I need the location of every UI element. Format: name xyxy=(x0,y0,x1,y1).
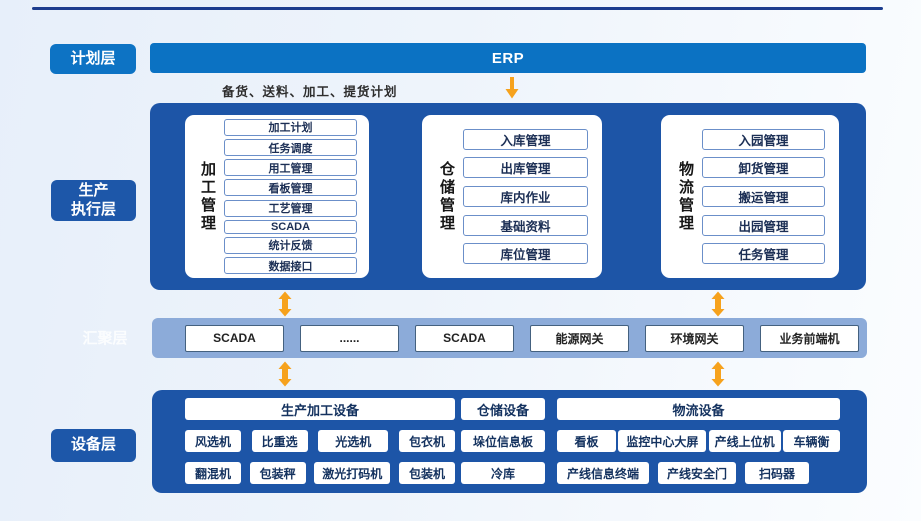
module-item: 基础资料 xyxy=(463,214,588,236)
device-item: 产线信息终端 xyxy=(557,462,649,484)
warehouse-equipment-header: 仓储设备 xyxy=(461,398,545,420)
module-item: 入库管理 xyxy=(463,128,588,150)
updown-arrow-icon xyxy=(711,291,725,317)
device-item: 翻混机 xyxy=(185,462,241,484)
logistics-management-title: 物流管理 xyxy=(677,160,694,233)
warehouse-equipment-row2: 冷库 xyxy=(461,462,545,484)
module-item: 数据接口 xyxy=(224,257,357,275)
layer-label-aggregation: 汇聚层 xyxy=(62,326,148,352)
top-divider-rule xyxy=(32,7,883,10)
device-item: 产线安全门 xyxy=(658,462,736,484)
execution-layer-box: 加工管理 加工计划 任务调度 用工管理 看板管理 工艺管理 SCADA 统计反馈… xyxy=(150,103,866,290)
production-equipment-header: 生产加工设备 xyxy=(185,398,455,420)
device-item: 冷库 xyxy=(461,462,545,484)
agg-node-ellipsis: ...... xyxy=(300,324,399,352)
layer-label-device: 设备层 xyxy=(51,429,136,462)
module-item: 出库管理 xyxy=(463,157,588,179)
updown-arrow-icon xyxy=(278,291,292,317)
device-item: 包装秤 xyxy=(249,462,306,484)
layer-label-device-text: 设备层 xyxy=(70,436,116,454)
device-item: 包衣机 xyxy=(398,430,455,452)
warehouse-equipment-row1: 垛位信息板 xyxy=(461,430,545,452)
logistics-equipment-group: 物流设备 看板 监控中心大屏 产线上位机 车辆衡 产线信息终端 产线安全门 扫码… xyxy=(557,390,840,493)
module-item: 搬运管理 xyxy=(702,186,825,207)
logistics-management-items: 入园管理 卸货管理 搬运管理 出园管理 任务管理 xyxy=(702,127,825,266)
module-item: 库内作业 xyxy=(463,186,588,207)
erp-bar: ERP xyxy=(150,43,866,73)
logistics-equipment-row1: 看板 监控中心大屏 产线上位机 车辆衡 xyxy=(557,430,840,452)
warehouse-management-items: 入库管理 出库管理 库内作业 基础资料 库位管理 xyxy=(463,127,588,266)
agg-node-business-frontend: 业务前端机 xyxy=(760,324,859,352)
processing-management-items: 加工计划 任务调度 用工管理 看板管理 工艺管理 SCADA 统计反馈 数据接口 xyxy=(224,118,357,275)
module-item: 任务管理 xyxy=(702,243,825,265)
warehouse-management-card: 仓储管理 入库管理 出库管理 库内作业 基础资料 库位管理 xyxy=(422,115,602,278)
down-arrow-icon xyxy=(505,77,519,99)
agg-node-scada-1: SCADA xyxy=(185,324,284,352)
plan-note-text: 备货、送料、加工、提货计划 xyxy=(222,85,398,99)
device-item: 比重选 xyxy=(251,430,308,452)
logistics-equipment-header: 物流设备 xyxy=(557,398,840,420)
layer-label-execution-line2: 执行层 xyxy=(70,200,116,218)
production-equipment-row2: 翻混机 包装秤 激光打码机 包装机 xyxy=(185,462,455,484)
device-item: 激光打码机 xyxy=(314,462,391,484)
updown-arrow-icon xyxy=(711,361,725,387)
device-item: 光选机 xyxy=(318,430,389,452)
device-item: 看板 xyxy=(557,430,616,452)
module-item: 卸货管理 xyxy=(702,157,825,179)
module-item: 任务调度 xyxy=(224,139,357,157)
production-equipment-group: 生产加工设备 风选机 比重选 光选机 包衣机 翻混机 包装秤 激光打码机 包装机 xyxy=(185,390,455,493)
device-item: 监控中心大屏 xyxy=(618,430,707,452)
logistics-management-card: 物流管理 入园管理 卸货管理 搬运管理 出园管理 任务管理 xyxy=(661,115,839,278)
layer-label-planning: 计划层 xyxy=(50,44,136,74)
device-item: 扫码器 xyxy=(745,462,809,484)
device-layer-box: 生产加工设备 风选机 比重选 光选机 包衣机 翻混机 包装秤 激光打码机 包装机… xyxy=(152,390,867,493)
erp-title: ERP xyxy=(491,49,525,67)
module-item: 出园管理 xyxy=(702,214,825,236)
logistics-equipment-row2: 产线信息终端 产线安全门 扫码器 xyxy=(557,462,840,484)
module-item: 加工计划 xyxy=(224,118,357,136)
module-item: 工艺管理 xyxy=(224,199,357,217)
device-item: 风选机 xyxy=(185,430,241,452)
module-item: 库位管理 xyxy=(463,243,588,265)
device-item: 车辆衡 xyxy=(782,430,840,452)
layer-label-execution-line1: 生产 xyxy=(78,181,109,199)
processing-management-card: 加工管理 加工计划 任务调度 用工管理 看板管理 工艺管理 SCADA 统计反馈… xyxy=(185,115,369,278)
updown-arrow-icon xyxy=(278,361,292,387)
module-item: 统计反馈 xyxy=(224,236,357,254)
aggregation-layer-bar: SCADA ...... SCADA 能源网关 环境网关 业务前端机 xyxy=(152,318,867,358)
layer-label-planning-text: 计划层 xyxy=(70,49,116,67)
device-item: 产线上位机 xyxy=(708,430,781,452)
agg-node-environment-gateway: 环境网关 xyxy=(645,324,744,352)
layer-label-aggregation-text: 汇聚层 xyxy=(82,329,128,347)
warehouse-management-title: 仓储管理 xyxy=(438,160,455,233)
module-item: 入园管理 xyxy=(702,128,825,150)
agg-node-energy-gateway: 能源网关 xyxy=(530,324,629,352)
device-item: 包装机 xyxy=(398,462,455,484)
processing-management-title: 加工管理 xyxy=(199,160,216,233)
warehouse-equipment-group: 仓储设备 垛位信息板 冷库 xyxy=(461,390,545,493)
module-item: 看板管理 xyxy=(224,179,357,197)
layer-label-execution: 生产 执行层 xyxy=(51,180,136,221)
production-equipment-row1: 风选机 比重选 光选机 包衣机 xyxy=(185,430,455,452)
agg-node-scada-2: SCADA xyxy=(415,324,514,352)
module-item: SCADA xyxy=(224,219,357,234)
module-item: 用工管理 xyxy=(224,159,357,177)
device-item: 垛位信息板 xyxy=(461,430,545,452)
